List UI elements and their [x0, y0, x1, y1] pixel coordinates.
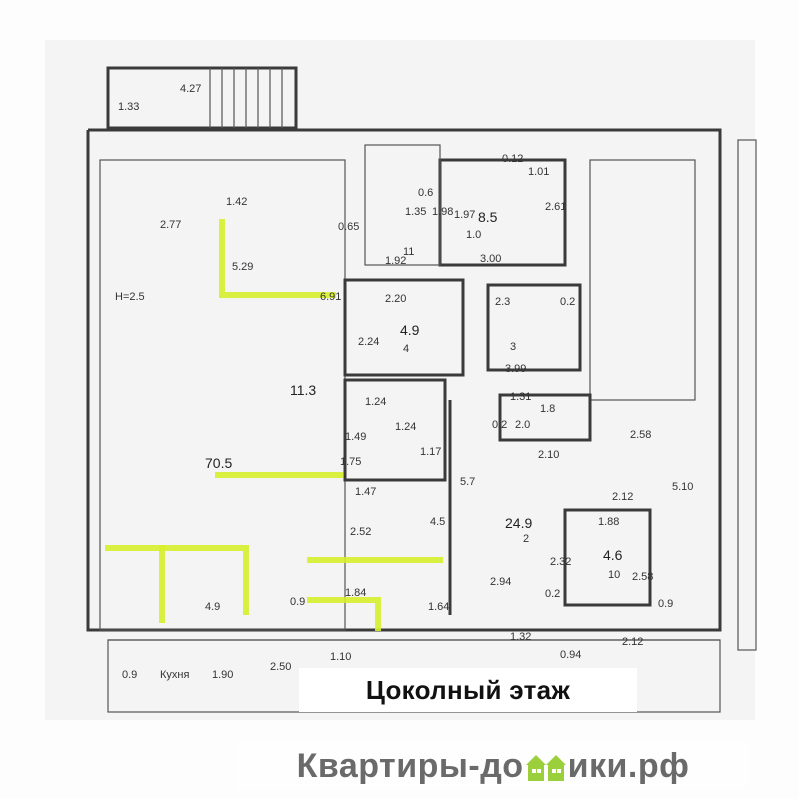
watermark-text-end: ики.рф	[567, 746, 690, 785]
dim-label: 1.92	[385, 255, 406, 267]
room-4-outline	[343, 278, 465, 377]
room-20-outline	[498, 393, 592, 442]
top-stair-steps	[209, 68, 283, 128]
dim-label: 5.7	[460, 476, 475, 488]
room-10-outline	[563, 508, 652, 607]
room-area-label: 4.9	[400, 322, 420, 338]
dim-label: 2.61	[545, 201, 566, 213]
dim-label: 6.91	[320, 291, 341, 303]
top-stair-outline	[106, 66, 298, 130]
dim-label: 1.17	[420, 446, 441, 458]
dim-label: 4.5	[430, 516, 445, 528]
dim-label: 2.12	[622, 636, 643, 648]
house-logo-icon	[525, 755, 566, 781]
dim-label: 1.32	[510, 631, 531, 643]
right-room-outline	[589, 159, 696, 401]
room-area-label: 4.6	[603, 547, 623, 563]
dim-label: 2.20	[385, 293, 406, 305]
dim-label: 1.90	[212, 669, 233, 681]
dim-label: 11	[403, 246, 414, 258]
dim-label: 1.49	[345, 431, 366, 443]
watermark-text-start: Квартиры-до	[296, 746, 524, 785]
dim-label: 1.42	[226, 196, 247, 208]
room-number-label: 4	[403, 343, 409, 355]
dim-label: 4.9	[205, 601, 220, 613]
dim-label: 3.00	[480, 253, 501, 265]
dim-label: 0.12	[502, 153, 523, 165]
dim-label: 2.52	[350, 526, 371, 538]
spiral-stair-outline	[364, 144, 441, 266]
room-3-outline	[486, 283, 582, 372]
dim-label: 1.31	[510, 391, 531, 403]
dim-label: 1.84	[345, 587, 366, 599]
dim-label: 0.2	[492, 419, 507, 431]
dim-label: 2.10	[538, 449, 559, 461]
dim-label: 3.99	[505, 363, 526, 375]
dim-label: 1.24	[365, 396, 386, 408]
dim-label: 1.97	[454, 209, 475, 221]
room-number-label: 10	[608, 569, 620, 581]
dim-label: 2.0	[515, 419, 530, 431]
room-number-label: 3	[510, 341, 516, 353]
dim-label: 1.88	[598, 516, 619, 528]
dim-label: 2.58	[632, 571, 653, 583]
dim-label: 0.6	[418, 187, 433, 199]
room-area-label: 24.9	[505, 515, 532, 531]
dim-label: 1.24	[395, 421, 416, 433]
dim-label: 2.3	[495, 296, 510, 308]
dim-label: 2.58	[630, 429, 651, 441]
dim-label: 0.9	[658, 598, 673, 610]
dim-label: 0.9	[290, 596, 305, 608]
right-wall-strip	[737, 139, 757, 651]
dim-label: 1.10	[330, 651, 351, 663]
dim-label: 5.10	[672, 481, 693, 493]
dim-label: 2.50	[270, 661, 291, 673]
dim-label: 1.98	[432, 206, 453, 218]
dim-label: 2.77	[160, 219, 181, 231]
dim-label: 2.24	[358, 336, 379, 348]
dim-label: 2.94	[490, 576, 511, 588]
dim-label: 1.01	[528, 166, 549, 178]
dim-label: 2.12	[612, 491, 633, 503]
dim-label: 1.47	[355, 486, 376, 498]
room-6-outline	[343, 378, 447, 482]
dim-label: 11.3	[290, 382, 316, 398]
dim-label: 0.2	[560, 296, 575, 308]
room-number-label: 2	[523, 533, 529, 545]
outer-wall	[86, 128, 722, 632]
dim-label: 1.64	[428, 601, 449, 613]
dim-label: 1.8	[540, 403, 555, 415]
dim-label: H=2.5	[115, 291, 145, 303]
dim-label: 0.9	[122, 669, 137, 681]
room-area-label: 70.5	[205, 455, 232, 471]
dim-label: 1.0	[466, 229, 481, 241]
dim-label: 0.2	[545, 588, 560, 600]
dim-label: 0.65	[338, 221, 359, 233]
dim-label: 1.33	[118, 101, 139, 113]
dim-label: 1.35	[405, 206, 426, 218]
dim-label: 1.75	[340, 456, 361, 468]
dim-label: 4.27	[180, 83, 201, 95]
dim-label: 2.32	[550, 556, 571, 568]
floor-title: Цоколный этаж	[299, 668, 637, 712]
room-area-label: 8.5	[478, 209, 498, 225]
watermark: Квартиры-до ики.рф	[236, 742, 750, 790]
dim-label: 5.29	[232, 261, 253, 273]
highlighted-walls	[105, 219, 443, 631]
dim-label: 0.94	[560, 649, 581, 661]
dim-label: Кухня	[160, 669, 189, 681]
bottom-strip	[107, 639, 721, 713]
